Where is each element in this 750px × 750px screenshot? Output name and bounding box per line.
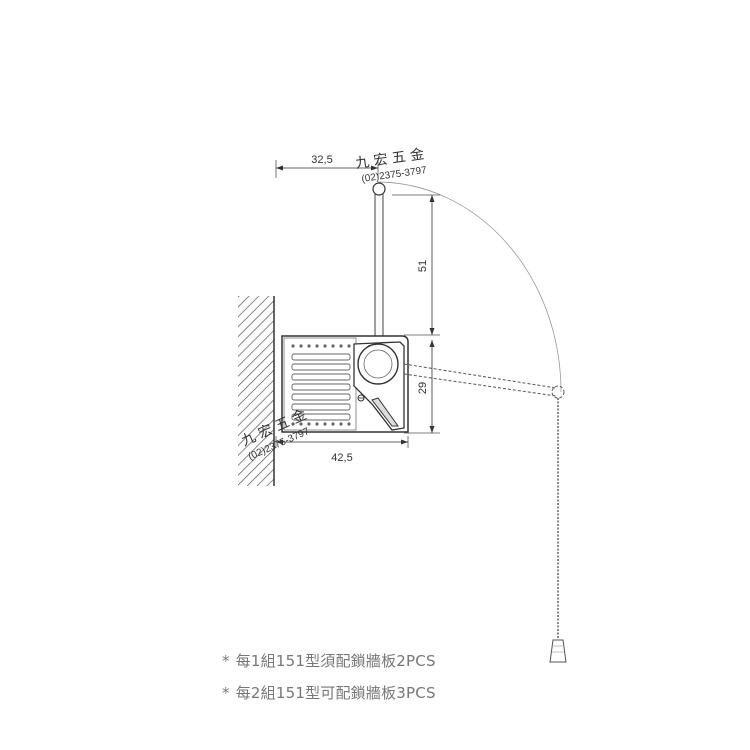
- mounting-box: [281, 335, 409, 433]
- hanging-rope: [549, 398, 567, 663]
- note-line-1: * 每1組151型須配鎖牆板2PCS: [222, 650, 436, 671]
- note-bullet: *: [222, 652, 230, 670]
- swing-arc: [377, 181, 562, 393]
- pole-top-joint: [372, 182, 386, 196]
- dimension-top-width: 32,5: [276, 154, 378, 171]
- vertical-pole: [372, 182, 386, 349]
- watermark-top: 九 宏 五 金 (02)2375-3797: [354, 146, 427, 185]
- dimension-label-top-width: 32,5: [311, 154, 332, 166]
- dimension-label-box-height: 29: [417, 382, 429, 394]
- note-bullet: *: [222, 684, 230, 702]
- note-text: 每2組151型可配鎖牆板3PCS: [235, 684, 436, 702]
- note-line-2: * 每2組151型可配鎖牆板3PCS: [222, 682, 436, 703]
- extended-arm: [403, 363, 565, 399]
- box-slats: [291, 353, 351, 421]
- wall: [238, 296, 275, 486]
- dimension-box-width: 42,5: [276, 439, 408, 464]
- dimension-box-height: 29: [417, 340, 435, 433]
- dimension-label-box-width: 42,5: [331, 452, 352, 464]
- note-text: 每1組151型須配鎖牆板2PCS: [235, 652, 436, 670]
- dimension-vertical-pole: 51: [417, 195, 435, 335]
- dimension-label-vertical-pole: 51: [417, 260, 429, 272]
- rope-handle: [549, 639, 567, 663]
- vent-holes: [291, 344, 351, 426]
